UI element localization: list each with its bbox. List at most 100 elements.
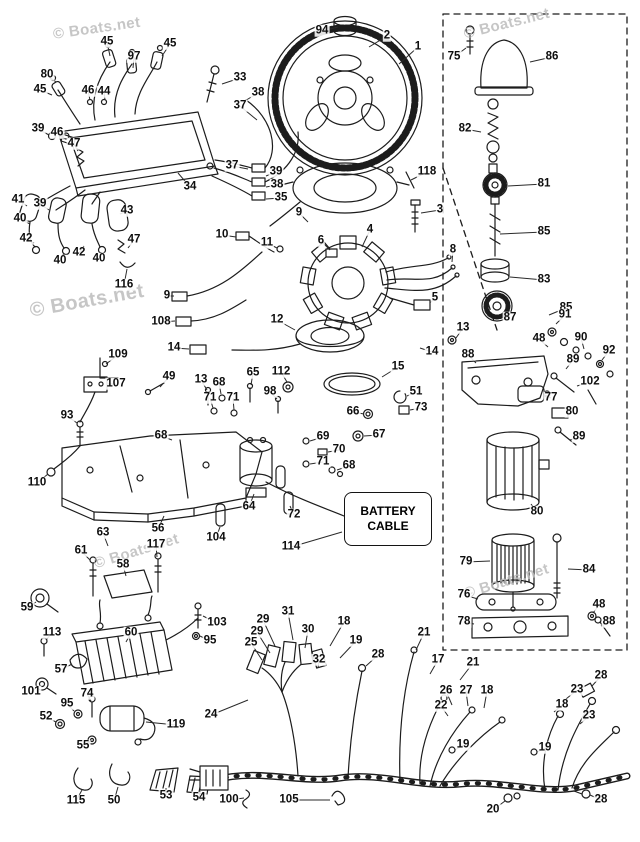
part-callout-69: 69 (315, 430, 331, 443)
part-callout-47: 47 (126, 233, 142, 246)
part-callout-104: 104 (205, 531, 227, 544)
part-callout-60: 60 (123, 626, 139, 639)
part-callout-97: 97 (126, 50, 142, 63)
part-callout-8: 8 (448, 243, 458, 256)
part-callout-101: 101 (20, 685, 42, 698)
part-callout-46: 46 (80, 84, 96, 97)
part-callout-63: 63 (95, 526, 111, 539)
part-callout-112: 112 (270, 365, 292, 378)
part-callout-67: 67 (371, 428, 387, 441)
part-callout-116: 116 (113, 278, 135, 291)
spark-plug-wires (49, 41, 164, 125)
part-callout-77: 77 (543, 391, 559, 404)
part-callout-57: 57 (53, 663, 69, 676)
part-callout-74: 74 (79, 687, 95, 700)
solenoid (239, 436, 345, 517)
part-callout-76: 76 (456, 588, 472, 601)
ignition-coils-left (19, 185, 136, 268)
part-callout-115: 115 (65, 794, 87, 807)
part-callout-93: 93 (59, 409, 75, 422)
part-callout-27: 27 (458, 684, 474, 697)
part-callout-39: 39 (32, 197, 48, 210)
part-callout-18: 18 (479, 684, 495, 697)
part-callout-50: 50 (106, 794, 122, 807)
part-callout-113: 113 (41, 626, 63, 639)
part-callout-103: 103 (206, 616, 228, 629)
part-callout-42: 42 (18, 232, 34, 245)
part-callout-19: 19 (348, 634, 364, 647)
stator (299, 235, 460, 331)
part-callout-100: 100 (218, 793, 240, 806)
part-callout-80: 80 (39, 68, 55, 81)
part-callout-21: 21 (416, 626, 432, 639)
part-callout-48: 48 (591, 598, 607, 611)
charge-coil-ring (171, 251, 365, 355)
part-callout-14: 14 (166, 341, 182, 354)
part-callout-1: 1 (413, 40, 423, 53)
part-callout-9: 9 (294, 206, 304, 219)
coil-plate-assembly (71, 552, 202, 685)
part-callout-51: 51 (408, 385, 424, 398)
part-callout-5: 5 (430, 291, 440, 304)
part-callout-44: 44 (96, 85, 112, 98)
part-callout-18: 18 (336, 615, 352, 628)
part-callout-19: 19 (537, 741, 553, 754)
part-callout-119: 119 (165, 718, 187, 731)
part-callout-40: 40 (52, 254, 68, 267)
part-callout-43: 43 (119, 204, 135, 217)
part-callout-32: 32 (311, 653, 327, 666)
part-callout-28: 28 (370, 648, 386, 661)
part-callout-94: 94 (314, 24, 330, 37)
part-callout-18: 18 (554, 698, 570, 711)
part-callout-29: 29 (249, 625, 265, 638)
part-callout-45: 45 (162, 37, 178, 50)
part-callout-89: 89 (565, 353, 581, 366)
part-callout-33: 33 (232, 71, 248, 84)
part-callout-118: 118 (416, 165, 438, 178)
part-callout-114: 114 (280, 540, 302, 553)
part-callout-83: 83 (536, 273, 552, 286)
part-callout-13: 13 (455, 321, 471, 334)
part-callout-25: 25 (243, 636, 259, 649)
part-callout-68: 68 (341, 459, 357, 472)
part-callout-28: 28 (593, 669, 609, 682)
part-callout-40: 40 (91, 252, 107, 265)
part-callout-37: 37 (224, 159, 240, 172)
small-parts-bottom-left (30, 588, 211, 795)
part-callout-26: 26 (438, 684, 454, 697)
part-callout-53: 53 (158, 789, 174, 802)
part-callout-6: 6 (316, 234, 326, 247)
part-callout-87: 87 (502, 311, 518, 324)
o-ring (323, 372, 407, 404)
part-callout-42: 42 (71, 246, 87, 259)
part-callout-78: 78 (456, 615, 472, 628)
part-callout-39: 39 (268, 165, 284, 178)
part-callout-82: 82 (457, 122, 473, 135)
part-callout-10: 10 (214, 228, 230, 241)
part-callout-15: 15 (390, 360, 406, 373)
wiring-harness (189, 640, 631, 809)
part-callout-28: 28 (593, 793, 609, 806)
part-callout-80: 80 (564, 405, 580, 418)
part-callout-79: 79 (458, 555, 474, 568)
part-callout-29: 29 (255, 613, 271, 626)
part-callout-49: 49 (161, 370, 177, 383)
part-callout-14: 14 (424, 345, 440, 358)
part-callout-4: 4 (365, 223, 375, 236)
part-callout-98: 98 (262, 385, 278, 398)
battery-cable-label: BATTERY CABLE (344, 492, 432, 546)
part-callout-90: 90 (573, 331, 589, 344)
part-callout-37: 37 (232, 99, 248, 112)
part-callout-23: 23 (581, 709, 597, 722)
part-callout-71: 71 (315, 455, 331, 468)
part-callout-45: 45 (32, 83, 48, 96)
part-callout-12: 12 (269, 313, 285, 326)
part-callout-95: 95 (202, 634, 218, 647)
part-callout-72: 72 (286, 508, 302, 521)
part-callout-9: 9 (162, 289, 172, 302)
part-callout-40: 40 (12, 212, 28, 225)
part-callout-52: 52 (38, 710, 54, 723)
part-callout-3: 3 (435, 203, 445, 216)
